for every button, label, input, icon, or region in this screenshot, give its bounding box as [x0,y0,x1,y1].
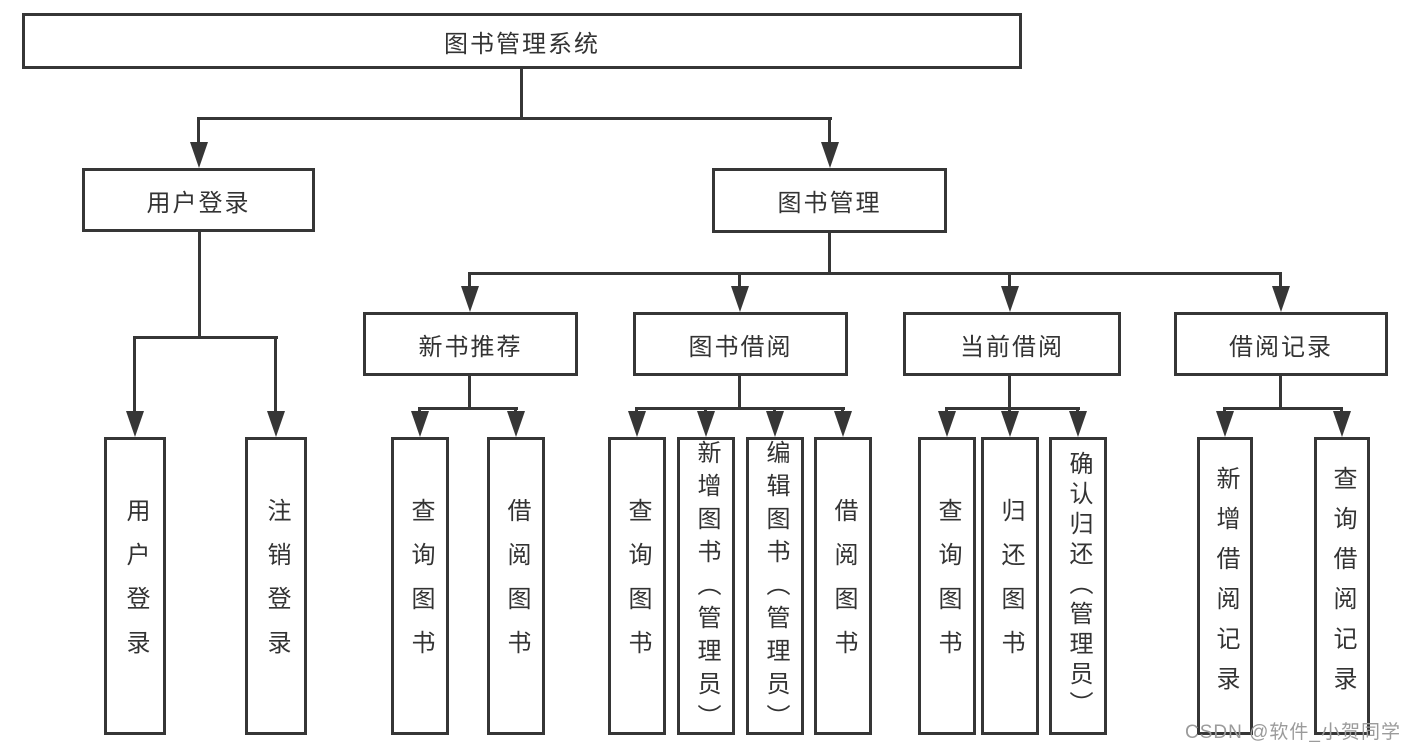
leaf-borrow-books: 借阅图书 [814,437,872,735]
node-user-login: 用户登录 [82,168,315,232]
leaf-add-book-admin: 新增图书（管理员） [677,437,735,737]
leaf-label: 归还图书 [997,498,1024,674]
leaf-label: 确认归还（管理员） [1065,451,1092,721]
leaf-label: 查询图书 [407,498,434,674]
node-new-book-recommend: 新书推荐 [363,312,578,376]
arrow-borrow-record-leaf-1 [1216,407,1234,437]
leaf-label: 新增借阅记录 [1212,466,1239,706]
node-book-borrow: 图书借阅 [633,312,848,376]
leaf-label: 查询借阅记录 [1329,466,1356,706]
arrow-to-user-login [190,117,208,168]
connector-user-login-hline [134,336,278,339]
leaf-query-books-recommend: 查询图书 [391,437,449,735]
leaf-query-borrow-record: 查询借阅记录 [1314,437,1370,735]
connector-current-borrow-hline [946,407,1080,410]
csdn-watermark: CSDN @软件_小贺同学 [1185,722,1401,743]
connector-borrow-record-hline [1224,407,1343,410]
connector-book-mgmt-vline [828,233,831,275]
node-borrow-record: 借阅记录 [1174,312,1388,376]
node-current-borrow: 当前借阅 [903,312,1121,376]
leaf-user-login: 用户登录 [104,437,166,735]
leaf-label: 查询图书 [624,498,651,674]
leaf-return-book: 归还图书 [981,437,1039,735]
leaf-edit-book-admin: 编辑图书（管理员） [746,437,804,737]
connector-new-book-vline [468,376,471,410]
leaf-query-books-current: 查询图书 [918,437,976,735]
connector-level3-hline [470,272,1282,275]
connector-user-login-vline [198,230,201,339]
connector-borrow-record-vline [1279,376,1282,410]
leaf-label: 查询图书 [934,498,961,674]
connector-root-vline [520,69,523,120]
connector-current-borrow-vline [1008,376,1011,410]
arrow-book-borrow-leaf-4 [834,407,852,437]
leaf-label: 借阅图书 [503,498,530,674]
arrow-book-borrow-leaf-2 [697,407,715,437]
connector-new-book-hline [419,407,518,410]
arrow-book-borrow-leaf-1 [628,407,646,437]
arrow-to-new-book-recommend [461,272,479,312]
leaf-label: 用户登录 [122,498,149,674]
leaf-label: 借阅图书 [830,498,857,674]
arrow-to-book-management [821,117,839,168]
arrow-to-book-borrow [731,272,749,312]
leaf-confirm-return-admin: 确认归还（管理员） [1049,437,1107,735]
arrow-to-leaf-logout [267,336,285,437]
leaf-label: 注销登录 [263,498,290,674]
arrow-new-book-leaf-2 [507,407,525,437]
leaf-label: 编辑图书（管理员） [762,440,789,737]
arrow-borrow-record-leaf-2 [1333,407,1351,437]
arrow-current-borrow-leaf-1 [938,407,956,437]
arrow-current-borrow-leaf-2 [1001,407,1019,437]
connector-book-borrow-hline [636,407,845,410]
leaf-logout: 注销登录 [245,437,307,735]
node-book-management: 图书管理 [712,168,947,233]
connector-level2-hline [199,117,832,120]
connector-book-borrow-vline [738,376,741,410]
leaf-borrow-books-recommend: 借阅图书 [487,437,545,735]
leaf-add-borrow-record: 新增借阅记录 [1197,437,1253,735]
leaf-query-books-borrow: 查询图书 [608,437,666,735]
arrow-to-current-borrow [1001,272,1019,312]
arrow-book-borrow-leaf-3 [766,407,784,437]
arrow-to-leaf-user-login [126,336,144,437]
leaf-label: 新增图书（管理员） [693,440,720,737]
node-root-library-management-system: 图书管理系统 [22,13,1022,69]
arrow-new-book-leaf-1 [411,407,429,437]
arrow-to-borrow-record [1272,272,1290,312]
arrow-current-borrow-leaf-3 [1069,407,1087,437]
